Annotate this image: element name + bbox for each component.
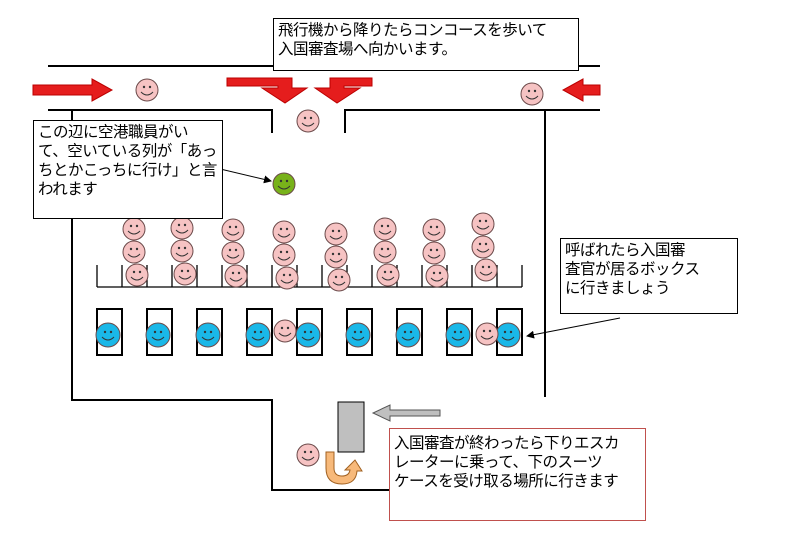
traveler-face-icon	[520, 82, 544, 106]
flow-arrow-down-right-icon	[313, 77, 373, 104]
flow-arrow-down-left-icon	[226, 77, 309, 104]
queued-traveler-face-icon	[224, 264, 248, 288]
queued-traveler-face-icon	[122, 240, 146, 264]
officer-face-icon	[295, 322, 321, 348]
concourse-wall-left	[48, 109, 273, 133]
traveler-face-icon	[296, 443, 320, 467]
queued-traveler-face-icon	[422, 218, 446, 242]
officer-face-icon	[345, 322, 371, 348]
queued-traveler-face-icon	[170, 216, 194, 240]
queued-traveler-face-icon	[376, 263, 400, 287]
people	[95, 78, 544, 467]
traveler-at-booth-face-icon	[475, 322, 499, 346]
officer-face-icon	[245, 322, 271, 348]
officer-face-icon	[145, 322, 171, 348]
queued-traveler-face-icon	[327, 268, 351, 292]
concourse-wall-right	[344, 109, 600, 133]
queued-traveler-face-icon	[422, 241, 446, 265]
officer-face-icon	[95, 322, 121, 348]
queued-traveler-face-icon	[122, 217, 146, 241]
queued-traveler-face-icon	[324, 245, 348, 269]
queued-traveler-face-icon	[221, 218, 245, 242]
flow-arrow-left-icon	[561, 78, 601, 102]
traveler-at-booth-face-icon	[273, 319, 297, 343]
flow-arrows	[32, 77, 601, 104]
queued-traveler-face-icon	[425, 264, 449, 288]
staff-note: この辺に空港職員がい て、空いている列が「あっ ちとかこっちに行け」と言 われま…	[33, 120, 223, 219]
queued-traveler-face-icon	[275, 266, 299, 290]
queued-traveler-face-icon	[474, 258, 498, 282]
hall-wall-left	[71, 110, 390, 491]
booth-callout-pointer	[526, 317, 621, 339]
arrival-note: 飛行機から降りたらコンコースを歩いて 入国審査場へ向かいます。	[273, 18, 579, 71]
traveler-face-icon	[135, 78, 159, 102]
flow-arrow-right-icon	[32, 78, 114, 102]
staff-face-icon	[272, 172, 296, 196]
traveler-face-icon	[296, 109, 320, 133]
escalator-note: 入国審査が終わったら下りエスカ レーターに乗って、下のスーツ ケースを受け取る場…	[389, 428, 646, 521]
officer-face-icon	[445, 322, 471, 348]
queued-traveler-face-icon	[272, 243, 296, 267]
queued-traveler-face-icon	[373, 217, 397, 241]
escalator-direction-arrow-icon	[371, 404, 441, 422]
officer-face-icon	[495, 322, 521, 348]
queued-traveler-face-icon	[272, 220, 296, 244]
officer-face-icon	[195, 322, 221, 348]
queued-traveler-face-icon	[324, 222, 348, 246]
queued-traveler-face-icon	[221, 241, 245, 265]
queued-traveler-face-icon	[471, 212, 495, 236]
escalator	[337, 401, 365, 453]
officer-face-icon	[395, 322, 421, 348]
queue-barriers	[96, 265, 523, 288]
queued-traveler-face-icon	[173, 262, 197, 286]
queued-traveler-face-icon	[125, 263, 149, 287]
booth-note: 呼ばれたら入国審 査官が居るボックス に行きましょう	[560, 238, 738, 314]
queued-traveler-face-icon	[170, 239, 194, 263]
u-turn-arrow-icon	[325, 451, 363, 485]
queued-traveler-face-icon	[471, 235, 495, 259]
queued-traveler-face-icon	[373, 240, 397, 264]
